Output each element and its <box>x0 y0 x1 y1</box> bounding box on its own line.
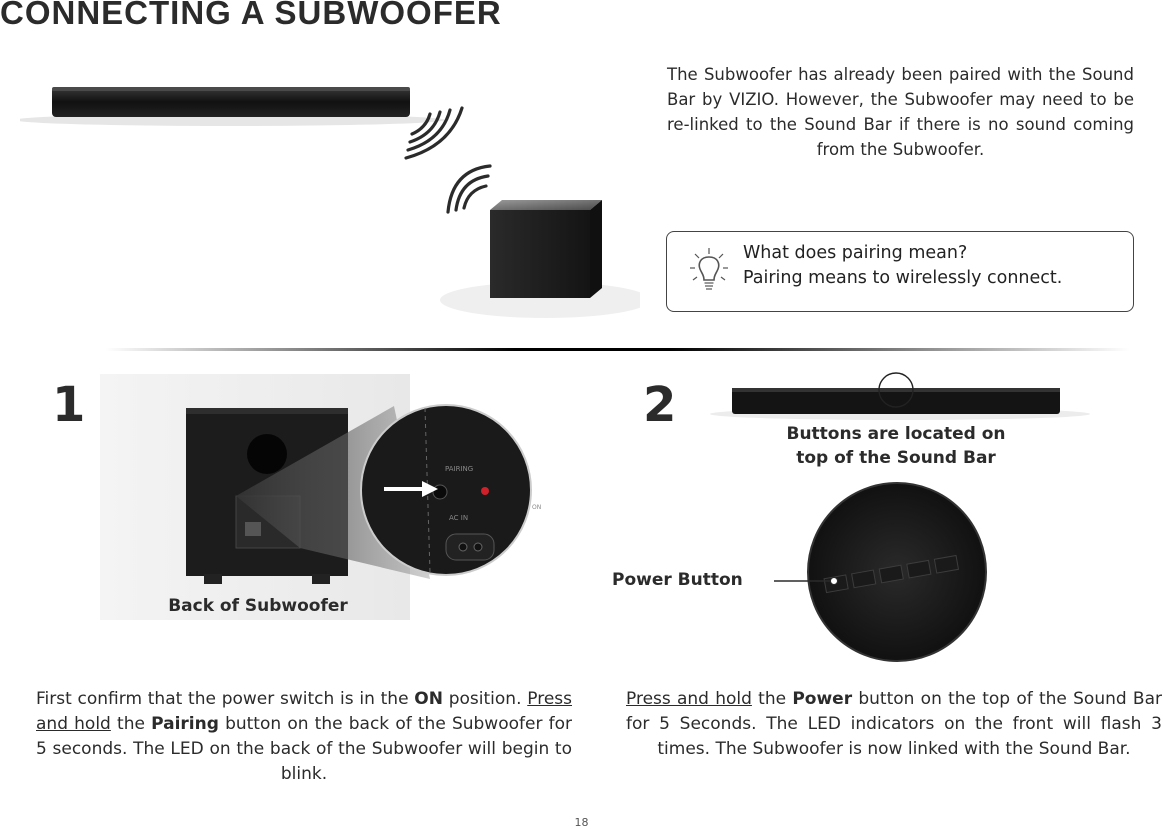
step-1-text: First confirm that the power switch is i… <box>36 689 415 709</box>
press-and-hold-text: Press and hold <box>626 689 752 709</box>
pairing-panel-zoom: PAIRING AC IN ON <box>360 404 541 576</box>
page-number: 18 <box>574 816 589 829</box>
power-word: Power <box>792 689 853 709</box>
soundbar-image <box>732 388 1060 414</box>
soundbar-image <box>52 87 410 117</box>
pointing-arrow-icon <box>384 481 438 497</box>
volume-up-button <box>933 554 960 574</box>
step-2-text: the <box>751 689 793 709</box>
led-indicator <box>481 487 489 495</box>
buttons-location-caption: Buttons are located on top of the Sound … <box>760 422 1032 470</box>
on-word: ON <box>414 689 443 709</box>
intro-paragraph: The Subwoofer has already been paired wi… <box>667 65 1134 159</box>
button-location-marker <box>878 372 914 408</box>
bluetooth-button <box>878 564 904 584</box>
wireless-signal-icon <box>446 164 492 214</box>
page-title: CONNECTING A SUBWOOFER <box>0 0 502 31</box>
step-1-text: the <box>110 714 152 734</box>
tip-answer: Pairing means to wirelessly connect. <box>743 268 1063 288</box>
step-1-text: position. <box>442 689 528 709</box>
ac-in-label: AC IN <box>449 514 468 522</box>
section-divider <box>105 348 1130 351</box>
subwoofer-back-illustration: PAIRING AC IN ON <box>100 374 541 620</box>
tip-question: What does pairing mean? <box>743 243 968 263</box>
callout-dot <box>830 577 838 585</box>
power-button-callout: Power Button <box>612 570 743 590</box>
pairing-word: Pairing <box>151 714 219 734</box>
step-1-instructions: First confirm that the power switch is i… <box>36 687 572 787</box>
on-label: ON <box>532 504 541 511</box>
soundbar-subwoofer-illustration <box>20 87 640 318</box>
back-of-subwoofer-caption: Back of Subwoofer <box>168 596 348 616</box>
input-button <box>851 569 877 589</box>
volume-down-button <box>906 559 932 579</box>
soundbar-buttons-zoom <box>774 482 987 662</box>
caption-line-2: top of the Sound Bar <box>796 448 996 468</box>
press-and-hold-text: Press and hold <box>36 689 572 734</box>
subwoofer-image <box>440 200 640 318</box>
caption-line-1: Buttons are located on <box>786 424 1006 444</box>
step-2-text: button on the top of the Sound Bar for 5… <box>626 689 1162 759</box>
pairing-label: PAIRING <box>445 465 473 473</box>
step-1-number: 1 <box>52 377 86 433</box>
step-1-text: button on the back of the Subwoofer for … <box>36 714 572 784</box>
soundbar-top-illustration <box>710 372 1090 420</box>
step-2-number: 2 <box>643 377 677 433</box>
wireless-signal-icon <box>404 106 464 160</box>
lightbulb-icon <box>690 248 728 290</box>
tip-box: What does pairing mean? Pairing means to… <box>666 231 1134 312</box>
step-2-instructions: Press and hold the Power button on the t… <box>626 687 1162 762</box>
